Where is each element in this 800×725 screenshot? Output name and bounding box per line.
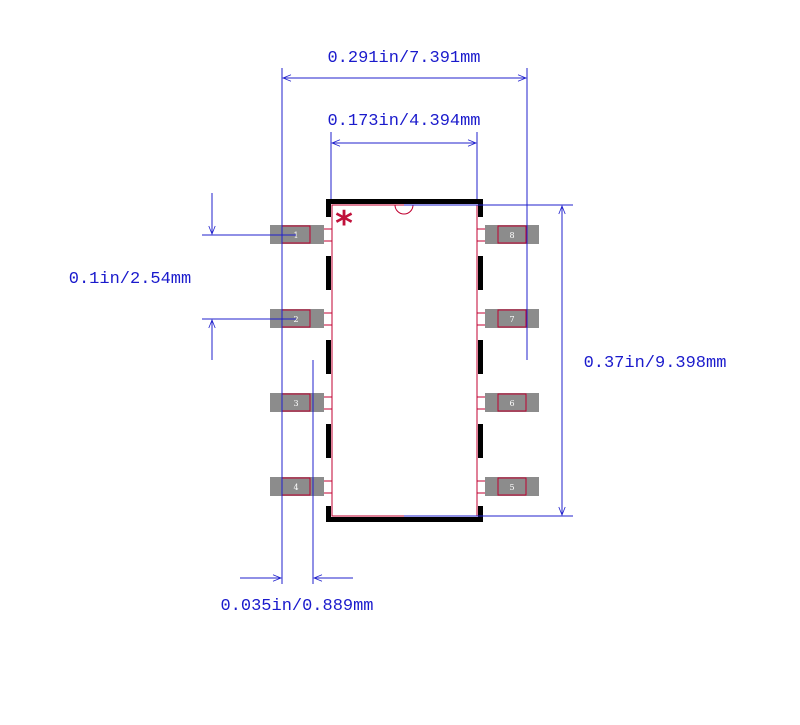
overall-width-label: 0.291in/7.391mm bbox=[327, 49, 480, 68]
pin-number-8: 8 bbox=[509, 231, 514, 240]
body-fab-outline bbox=[324, 204, 485, 517]
pad-6: 6 bbox=[485, 393, 539, 412]
pad-7: 7 bbox=[485, 309, 539, 328]
pin1-notch bbox=[394, 204, 414, 215]
body-width-label: 0.173in/4.394mm bbox=[327, 112, 480, 131]
pin-number-4: 4 bbox=[293, 483, 298, 492]
pitch-label: 0.1in/2.54mm bbox=[69, 270, 191, 289]
pin-number-7: 7 bbox=[509, 315, 514, 324]
dimension-overall-width bbox=[281, 68, 528, 584]
pad-4: 4 bbox=[270, 477, 324, 496]
pad-5: 5 bbox=[485, 477, 539, 496]
body-length-label: 0.37in/9.398mm bbox=[584, 354, 727, 373]
dimension-pitch bbox=[202, 193, 296, 360]
dimension-pad-width bbox=[240, 360, 353, 584]
pin1-marker: * bbox=[335, 204, 353, 244]
pin-number-5: 5 bbox=[509, 483, 514, 492]
pad-width-label: 0.035in/0.889mm bbox=[220, 597, 373, 616]
pad-group: 1 2 3 4 8 7 6 bbox=[270, 225, 539, 496]
pin-number-6: 6 bbox=[509, 399, 514, 408]
silkscreen-outline bbox=[326, 199, 483, 522]
pad-8: 8 bbox=[485, 225, 539, 244]
dimension-body-width bbox=[330, 132, 478, 199]
pad-3: 3 bbox=[270, 393, 324, 412]
dimension-body-length bbox=[404, 204, 573, 517]
pin-number-3: 3 bbox=[293, 399, 298, 408]
